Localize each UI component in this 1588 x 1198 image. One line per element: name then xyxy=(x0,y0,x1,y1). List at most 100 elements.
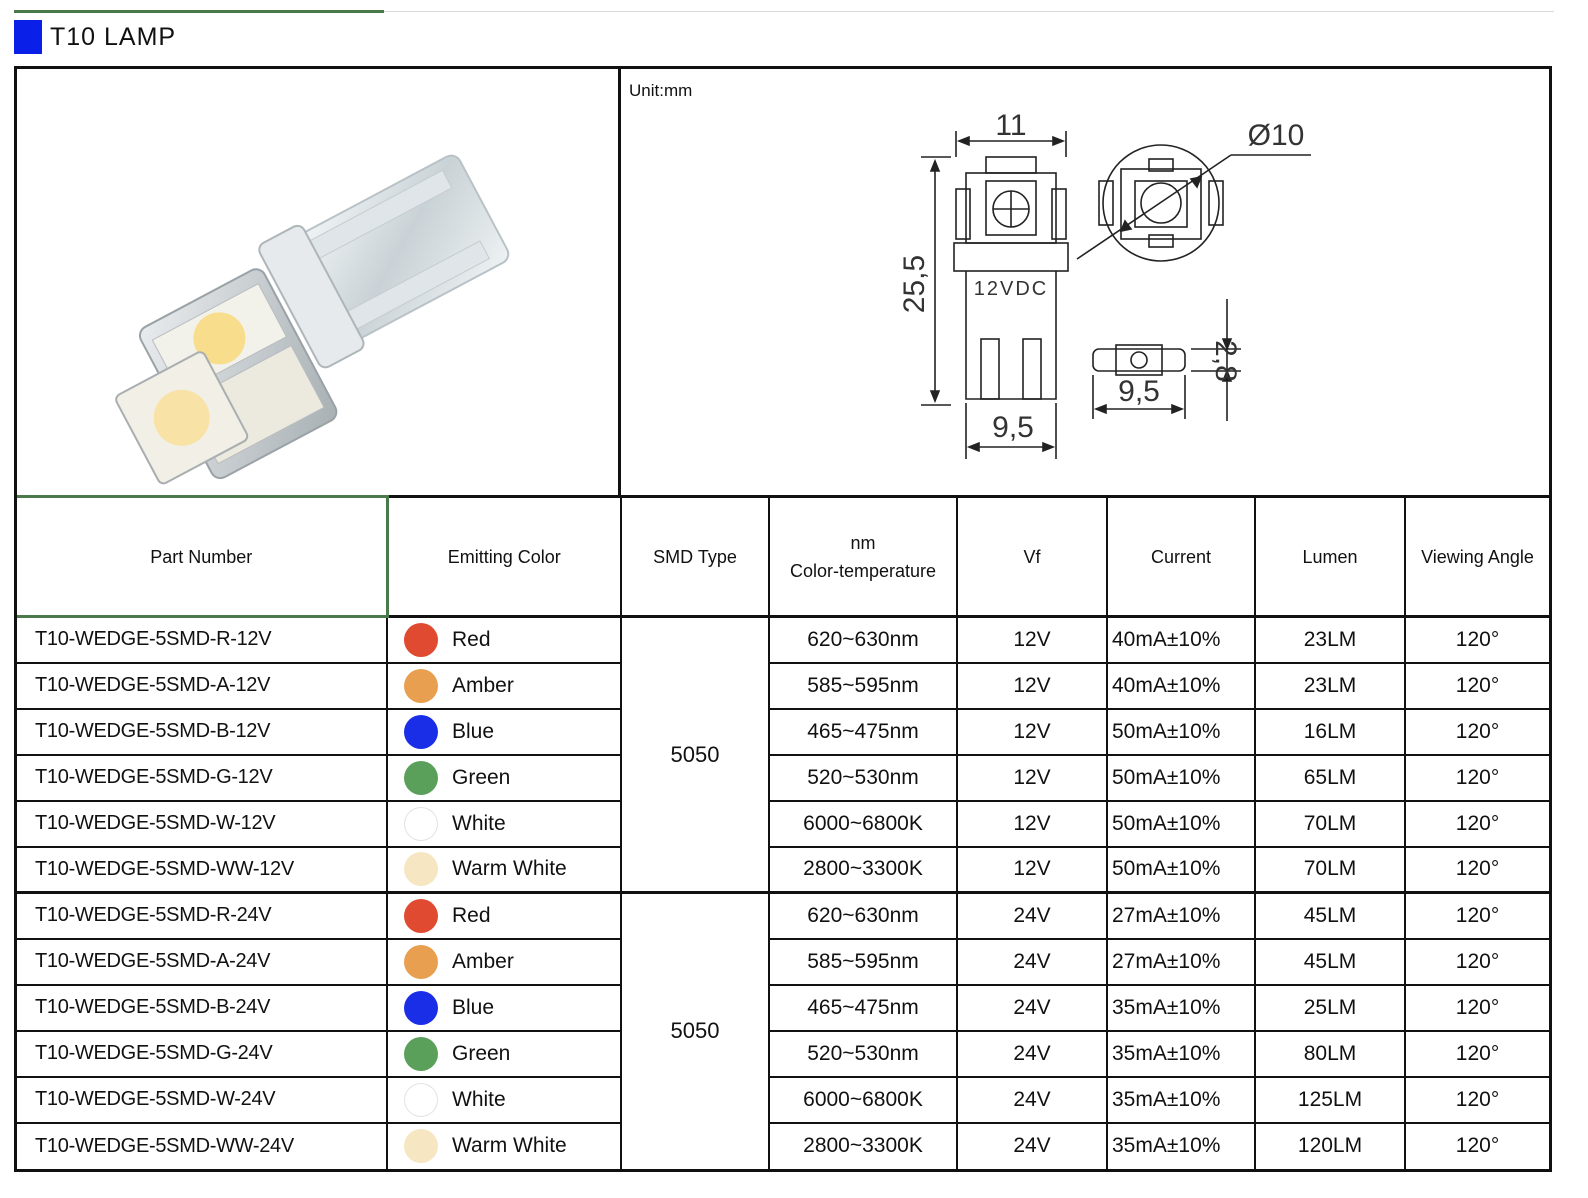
smd-type-cell: 5050 xyxy=(620,615,770,894)
color-name: White xyxy=(452,811,506,835)
unit-label: Unit:mm xyxy=(629,81,693,100)
lumen-cell: 70LM xyxy=(1254,799,1406,848)
vf-cell: 24V xyxy=(956,1075,1108,1124)
emitting-color-cell: Amber xyxy=(386,661,622,710)
emitting-color-cell: Blue xyxy=(386,983,622,1032)
color-swatch-icon xyxy=(404,760,438,795)
wavelength-cell: 6000~6800K xyxy=(768,1075,958,1124)
emitting-color-cell: Amber xyxy=(386,937,622,986)
emitting-color-cell: White xyxy=(386,799,622,848)
viewing-angle-cell: 120° xyxy=(1404,661,1549,710)
wavelength-cell: 520~530nm xyxy=(768,1029,958,1078)
header-wavelength: nm Color-temperature xyxy=(768,495,958,618)
wavelength-cell: 585~595nm xyxy=(768,661,958,710)
wavelength-cell: 2800~3300K xyxy=(768,845,958,894)
dim-width-label: 11 xyxy=(995,109,1026,142)
emitting-color-cell: Warm White xyxy=(386,1121,622,1169)
color-swatch-icon xyxy=(404,806,438,841)
dim-side-thickness-label: 2,8 xyxy=(1209,340,1242,382)
t10-bulb-photo xyxy=(115,154,510,485)
dimension-drawing: 11 12VDC 25,5 xyxy=(898,109,1311,459)
current-cell: 35mA±10% xyxy=(1106,1075,1256,1124)
color-name: Blue xyxy=(452,995,495,1019)
lumen-cell: 16LM xyxy=(1254,707,1406,756)
top-view: Ø10 xyxy=(1076,119,1311,262)
viewing-angle-cell: 120° xyxy=(1404,615,1549,664)
dim-base-label: 9,5 xyxy=(992,411,1034,444)
viewing-angle-cell: 120° xyxy=(1404,937,1549,986)
current-cell: 50mA±10% xyxy=(1106,753,1256,802)
smd-type-cell: 5050 xyxy=(620,891,770,1169)
lumen-cell: 23LM xyxy=(1254,615,1406,664)
vf-cell: 12V xyxy=(956,753,1108,802)
header-part-number: Part Number xyxy=(17,495,389,618)
current-cell: 50mA±10% xyxy=(1106,845,1256,894)
part-number-cell: T10-WEDGE-5SMD-W-12V xyxy=(17,799,388,848)
emitting-color-cell: Green xyxy=(386,1029,622,1078)
lumen-cell: 45LM xyxy=(1254,937,1406,986)
color-name: Amber xyxy=(452,673,514,697)
lumen-cell: 80LM xyxy=(1254,1029,1406,1078)
product-photo-cell xyxy=(17,69,621,498)
color-swatch-icon xyxy=(404,1036,438,1071)
header-viewing-angle: Viewing Angle xyxy=(1404,495,1549,618)
color-name: Blue xyxy=(452,719,495,743)
part-number-cell: T10-WEDGE-5SMD-B-12V xyxy=(17,707,388,756)
part-number-cell: T10-WEDGE-5SMD-WW-12V xyxy=(17,845,388,894)
vf-cell: 24V xyxy=(956,983,1108,1032)
lumen-cell: 45LM xyxy=(1254,891,1406,940)
header-vf: Vf xyxy=(956,495,1108,618)
color-swatch-icon xyxy=(404,668,438,703)
color-swatch-icon xyxy=(404,990,438,1025)
color-swatch-icon xyxy=(404,714,438,749)
current-cell: 35mA±10% xyxy=(1106,1029,1256,1078)
side-view: 9,5 2,8 xyxy=(1092,299,1242,421)
header-lumen: Lumen xyxy=(1254,495,1406,618)
emitting-color-cell: Red xyxy=(386,615,622,664)
wavelength-cell: 2800~3300K xyxy=(768,1121,958,1169)
emitting-color-cell: Blue xyxy=(386,707,622,756)
vf-cell: 24V xyxy=(956,1029,1108,1078)
dim-height-label: 25,5 xyxy=(898,255,931,313)
part-number-cell: T10-WEDGE-5SMD-R-12V xyxy=(17,615,388,664)
top-rule xyxy=(14,11,1554,12)
front-view: 11 12VDC 25,5 xyxy=(898,109,1069,459)
vf-cell: 12V xyxy=(956,707,1108,756)
page-title: T10 LAMP xyxy=(50,22,177,51)
color-name: White xyxy=(452,1087,506,1111)
current-cell: 50mA±10% xyxy=(1106,707,1256,756)
emitting-color-cell: Green xyxy=(386,753,622,802)
wavelength-cell: 6000~6800K xyxy=(768,799,958,848)
title-row: T10 LAMP xyxy=(14,20,176,54)
vf-cell: 24V xyxy=(956,937,1108,986)
viewing-angle-cell: 120° xyxy=(1404,707,1549,756)
color-name: Green xyxy=(452,765,511,789)
lumen-cell: 125LM xyxy=(1254,1075,1406,1124)
wavelength-cell: 585~595nm xyxy=(768,937,958,986)
current-cell: 40mA±10% xyxy=(1106,661,1256,710)
vf-cell: 12V xyxy=(956,845,1108,894)
spec-sheet-frame: Unit:mm 11 12VDC xyxy=(14,66,1552,1172)
color-swatch-icon xyxy=(404,898,438,933)
color-name: Green xyxy=(452,1041,511,1065)
lumen-cell: 120LM xyxy=(1254,1121,1406,1169)
color-swatch-icon xyxy=(404,1082,438,1117)
current-cell: 35mA±10% xyxy=(1106,983,1256,1032)
part-number-cell: T10-WEDGE-5SMD-G-12V xyxy=(17,753,388,802)
color-name: Red xyxy=(452,627,491,651)
current-cell: 27mA±10% xyxy=(1106,937,1256,986)
color-name: Warm White xyxy=(452,857,567,881)
part-number-cell: T10-WEDGE-5SMD-B-24V xyxy=(17,983,388,1032)
emitting-color-cell: Red xyxy=(386,891,622,940)
current-cell: 40mA±10% xyxy=(1106,615,1256,664)
part-number-cell: T10-WEDGE-5SMD-WW-24V xyxy=(17,1121,388,1169)
viewing-angle-cell: 120° xyxy=(1404,753,1549,802)
